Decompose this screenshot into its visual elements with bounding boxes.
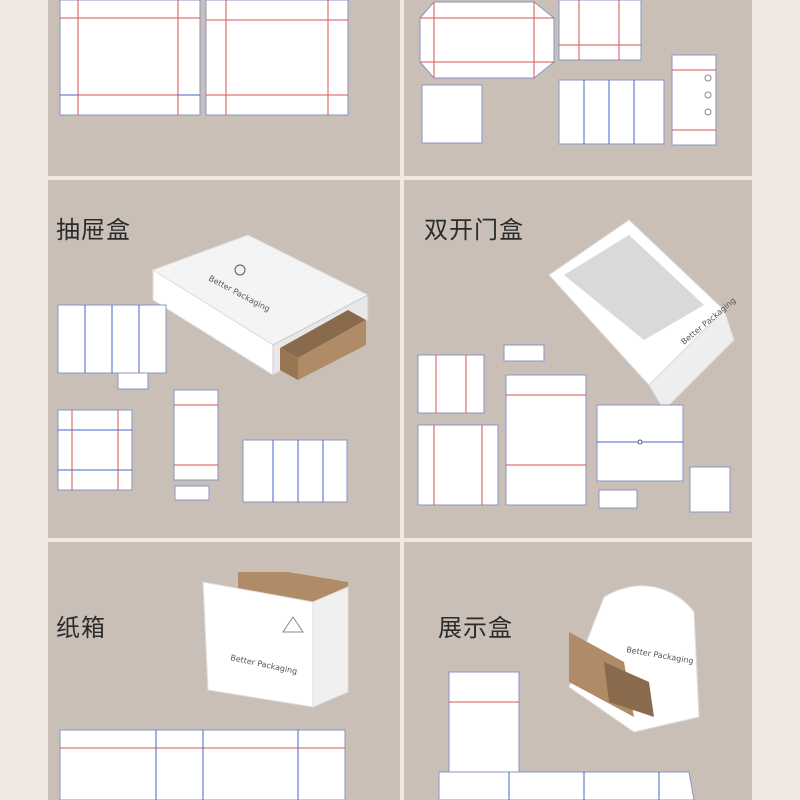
- dieline-top-right: [419, 0, 717, 146]
- panel-top-left: [48, 0, 400, 176]
- section-title-display: 展示盒: [438, 614, 513, 642]
- dieline-top-left: [59, 0, 349, 116]
- panel-top-right: [404, 0, 752, 176]
- section-title-carton: 纸箱: [56, 614, 106, 642]
- logo-icon: [234, 264, 246, 276]
- section-title-drawer: 抽屉盒: [56, 216, 131, 244]
- double-door-illustration: Better Packaging: [417, 219, 737, 513]
- carton-illustration: Better Packaging: [59, 572, 349, 800]
- section-title-double-door: 双开门盒: [424, 216, 524, 244]
- panel-carton: 纸箱 Better Packaging: [48, 542, 400, 800]
- panel-display-box: 展示盒 Better Packaging: [404, 542, 752, 800]
- panel-double-door-box: 双开门盒 Better Packaging: [404, 180, 752, 538]
- panel-drawer-box: 抽屉盒 Better Packaging: [48, 180, 400, 538]
- display-illustration: Better Packaging: [438, 585, 700, 800]
- drawer-illustration: Better Packaging: [57, 234, 370, 503]
